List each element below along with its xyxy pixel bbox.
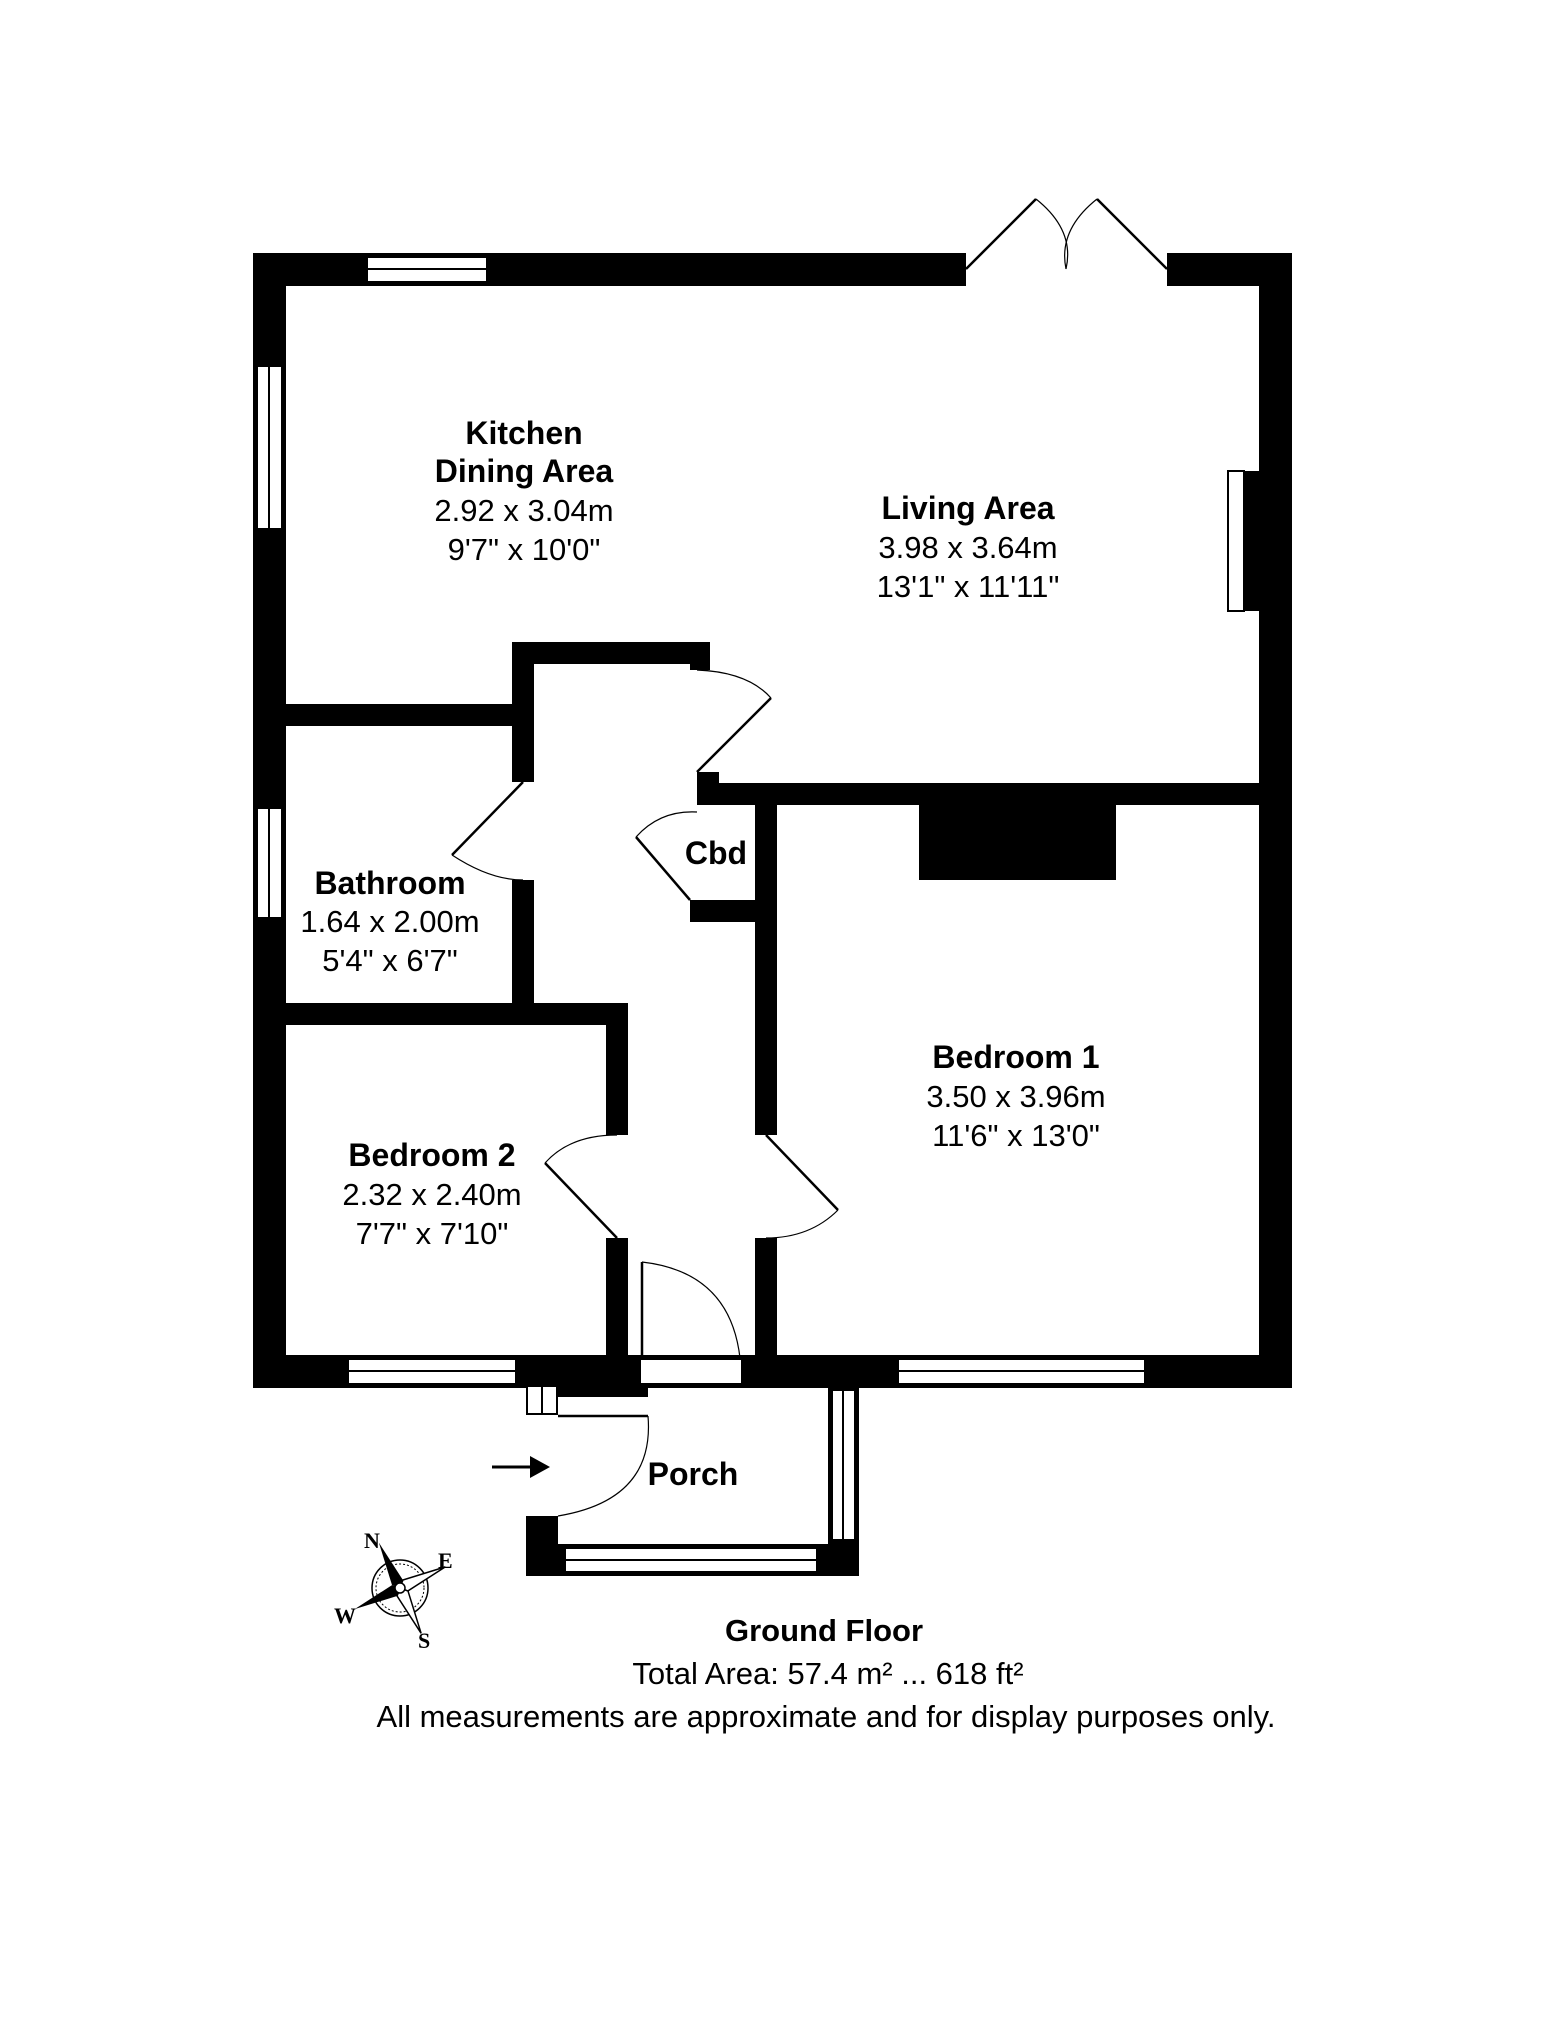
internal-doors [451,664,839,1385]
room-imperial-kitchen: 9'7" x 10'0" [448,532,601,567]
wall-bath-hall [512,880,534,1005]
label-bedroom1: Bedroom 1 3.50 x 3.96m 11'6" x 13'0" [926,1039,1105,1153]
room-name-bedroom1: Bedroom 1 [932,1039,1099,1075]
wall-hall-top [512,642,710,664]
label-cupboard: Cbd [685,835,747,871]
room-name-bedroom2: Bedroom 2 [348,1137,515,1173]
window-bathroom [256,807,283,919]
porch-wall-left-bottom [526,1516,558,1576]
room-metric-living: 3.98 x 3.64m [878,530,1057,565]
entrance-arrow-icon [492,1456,550,1478]
wall-bed2-hall-upper [606,1003,628,1135]
room-name-living: Living Area [881,490,1054,526]
windows [256,256,1259,1385]
room-name-kitchen-1: Kitchen [465,415,582,451]
room-metric-bedroom1: 3.50 x 3.96m [926,1079,1105,1114]
door-hall-bedroom2 [544,1134,618,1239]
wall-top-left [253,253,966,286]
room-metric-bathroom: 1.64 x 2.00m [300,904,479,939]
room-imperial-bathroom: 5'4" x 6'7" [322,943,458,978]
wall-bed2-hall-lower [606,1238,628,1388]
window-porch-bottom [564,1547,818,1573]
room-name-porch: Porch [648,1456,739,1492]
window-kitchen-top [366,256,488,283]
wall-cbd-bottom [690,900,775,922]
compass-n: N [364,1528,380,1553]
window-porch-right [831,1389,856,1541]
interior-walls [253,642,1292,1388]
room-metric-bedroom2: 2.32 x 2.40m [342,1177,521,1212]
floor-title: Ground Floor [725,1613,923,1648]
room-imperial-bedroom2: 7'7" x 7'10" [356,1216,509,1251]
window-bedroom2 [347,1358,517,1385]
disclaimer: All measurements are approximate and for… [377,1699,1276,1734]
compass-icon: N E S W [334,1528,453,1653]
wall-living-bed1 [697,783,1292,805]
door-cupboard [635,811,698,901]
label-kitchen: Kitchen Dining Area 2.92 x 3.04m 9'7" x … [434,415,613,567]
door-hall-porch [639,1261,743,1385]
room-name-kitchen-2: Dining Area [435,453,614,489]
window-kitchen-left [256,365,283,530]
wall-hall-top-left [512,642,534,782]
compass-e: E [438,1548,453,1573]
room-name-bathroom: Bathroom [314,865,465,901]
porch-wall-top [558,1385,648,1397]
wall-bath-bed2 [253,1003,628,1025]
door-hall-bathroom [451,781,524,881]
footer: Ground Floor Total Area: 57.4 m² ... 618… [377,1613,1276,1734]
wall-cbd-bed1 [755,783,777,1135]
compass-s: S [418,1628,430,1653]
room-name-cupboard: Cbd [685,835,747,871]
window-bedroom1 [897,1358,1146,1385]
label-living: Living Area 3.98 x 3.64m 13'1" x 11'11" [877,490,1060,604]
porch [492,1385,859,1576]
room-imperial-bedroom1: 11'6" x 13'0" [932,1118,1100,1153]
wall-right [1259,253,1292,1388]
door-hall-bedroom1 [765,1134,839,1239]
label-bathroom: Bathroom 1.64 x 2.00m 5'4" x 6'7" [300,865,479,978]
wall-kitchen-bathroom [253,704,518,726]
chimney-breast [919,805,1116,880]
label-porch: Porch [648,1456,739,1492]
french-doors [965,198,1168,270]
fireplace [1227,470,1259,612]
door-hall-living [690,664,772,773]
compass-w: W [334,1603,356,1628]
wall-bed1-hall-lower [755,1238,777,1388]
front-door [557,1414,650,1517]
wall-living-stub [697,772,719,805]
room-metric-kitchen: 2.92 x 3.04m [434,493,613,528]
room-imperial-living: 13'1" x 11'11" [877,569,1060,604]
label-bedroom2: Bedroom 2 2.32 x 2.40m 7'7" x 7'10" [342,1137,521,1251]
total-area: Total Area: 57.4 m² ... 618 ft² [632,1656,1023,1691]
